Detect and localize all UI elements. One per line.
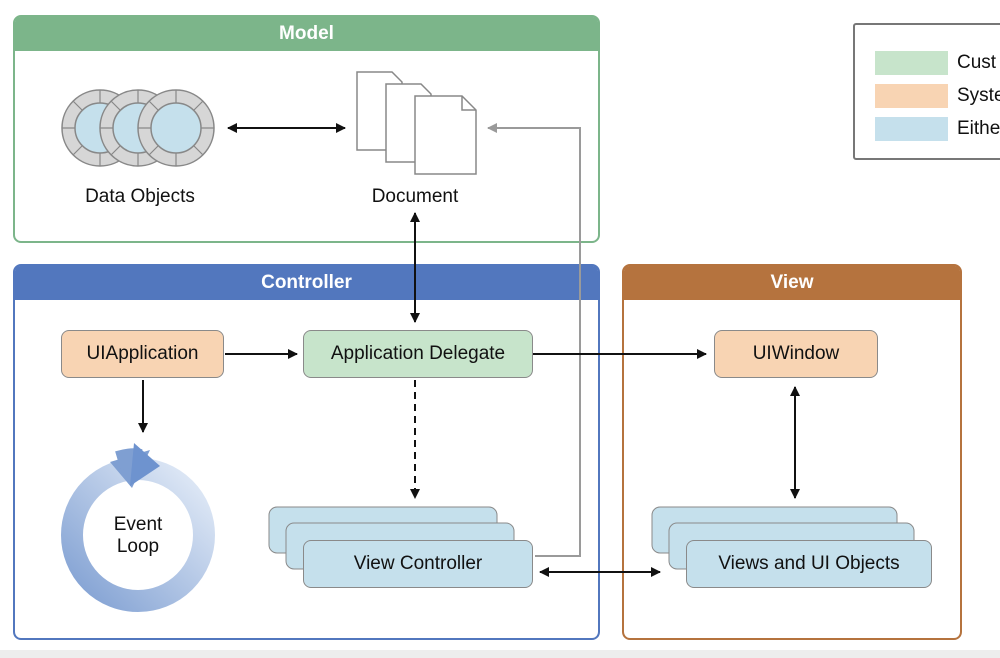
event-loop-label: Event Loop bbox=[98, 514, 178, 558]
event-loop-icon bbox=[61, 443, 215, 612]
data-objects-label: Data Objects bbox=[85, 186, 195, 207]
legend-swatch-system bbox=[875, 84, 948, 108]
uiapplication-node: UIApplication bbox=[61, 330, 224, 378]
event-loop-line1: Event bbox=[113, 514, 163, 535]
controller-title: Controller bbox=[15, 266, 598, 300]
viewcontroller-document-arrow bbox=[487, 123, 581, 557]
view-controller-node: View Controller bbox=[303, 540, 533, 588]
document-label: Document bbox=[371, 186, 459, 207]
application-delegate-node: Application Delegate bbox=[303, 330, 533, 378]
legend: Cust Syste Eithe bbox=[853, 23, 1000, 160]
view-title: View bbox=[624, 266, 960, 300]
legend-label-custom: Cust bbox=[957, 52, 997, 73]
legend-label-system: Syste bbox=[957, 85, 1000, 106]
document-icon bbox=[356, 71, 477, 175]
legend-swatch-either bbox=[875, 117, 948, 141]
bottom-strip bbox=[0, 650, 1000, 658]
event-loop-line2: Loop bbox=[116, 536, 160, 557]
legend-swatch-custom bbox=[875, 51, 948, 75]
model-title: Model bbox=[15, 17, 598, 51]
data-objects-icon bbox=[61, 89, 215, 167]
views-ui-objects-node: Views and UI Objects bbox=[686, 540, 932, 588]
legend-label-either: Eithe bbox=[957, 118, 1000, 139]
uiwindow-node: UIWindow bbox=[714, 330, 878, 378]
